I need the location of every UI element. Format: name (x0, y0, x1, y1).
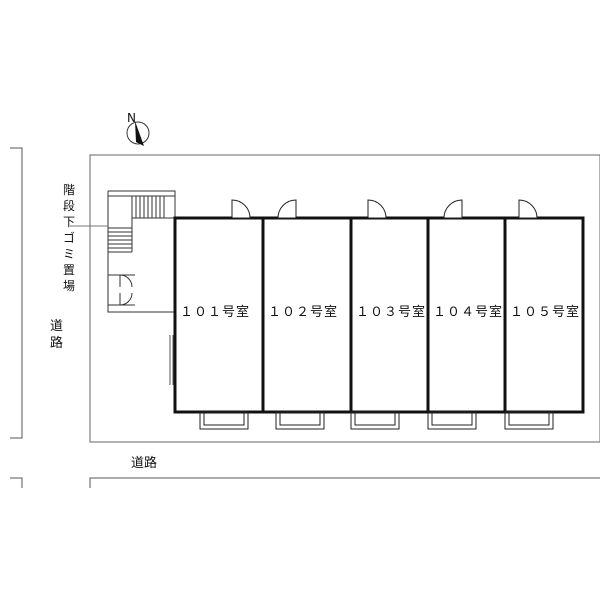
room-label-105: １０５号室 (510, 304, 580, 320)
room-label-104: １０４号室 (433, 304, 503, 320)
door-icon-102 (277, 199, 297, 219)
road-label-left: 道 路 (50, 319, 63, 351)
stair-garbage-note: 階 段 下 ゴ ミ 置 場 (63, 182, 75, 293)
room-label-102: １０２号室 (268, 304, 338, 320)
stair-steps (108, 195, 175, 253)
svg-text:路: 路 (50, 335, 63, 351)
north-compass-icon: N (126, 111, 150, 146)
left-wall-window (169, 335, 174, 385)
lot-boundary (89, 154, 600, 443)
entry-double-door-icon (108, 274, 135, 306)
stair-structure (70, 190, 176, 313)
balcony-104 (427, 411, 477, 430)
door-icon-104 (443, 199, 463, 219)
balconies (199, 411, 554, 430)
balcony-102 (275, 411, 325, 430)
door-icon-103 (367, 199, 387, 219)
compass-label: N (127, 111, 136, 125)
svg-text:階: 階 (63, 182, 75, 197)
svg-text:道: 道 (50, 319, 63, 334)
balcony-103 (350, 411, 400, 430)
door-icon-101 (231, 199, 251, 219)
road-label-bottom: 道路 (131, 455, 157, 471)
road-edges (10, 147, 600, 488)
svg-text:ミ: ミ (63, 247, 75, 261)
svg-text:置: 置 (63, 263, 75, 277)
room-label-101: １０１号室 (180, 304, 250, 320)
entrance-doors (231, 199, 538, 219)
road-edge-left-lower (10, 477, 23, 488)
svg-text:段: 段 (63, 198, 75, 213)
balcony-101 (199, 411, 249, 430)
svg-text:下: 下 (63, 215, 75, 229)
svg-text:ゴ: ゴ (63, 230, 75, 245)
svg-text:場: 場 (63, 279, 75, 293)
door-icon-105 (518, 199, 538, 219)
road-edge-left-upper (10, 147, 23, 439)
road-edge-bottom (89, 477, 600, 488)
room-label-103: １０３号室 (356, 304, 426, 320)
balcony-105 (504, 411, 554, 430)
